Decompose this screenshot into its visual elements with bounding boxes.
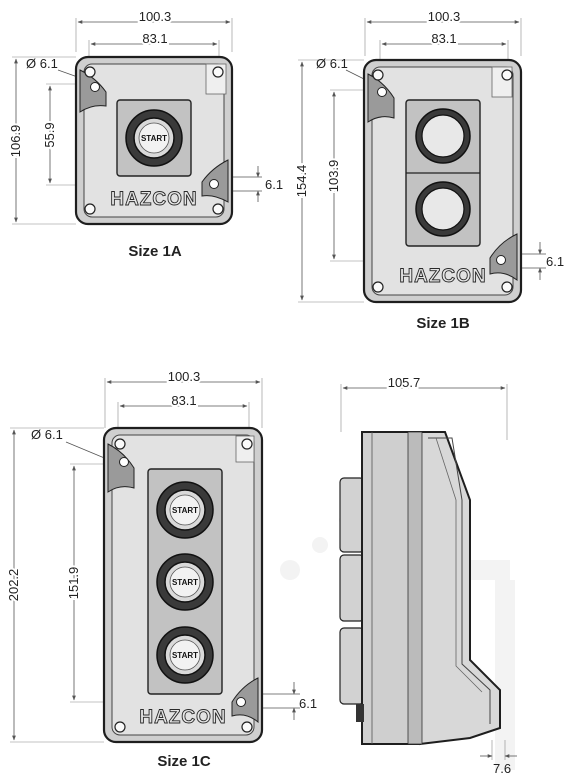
size-1c-button-2-label: START bbox=[172, 578, 198, 587]
size-1a-caption: Size 1A bbox=[128, 243, 182, 260]
size-1c-width-inner: 83.1 bbox=[171, 393, 196, 408]
size-1a-view: 100.3 83.1 106.9 55.9 Ø 6.1 6.1 bbox=[6, 7, 283, 260]
size-1c-button-3-label: START bbox=[172, 651, 198, 660]
size-1a-button-label: START bbox=[141, 134, 167, 143]
size-1a-width-outer: 100.3 bbox=[139, 9, 172, 24]
size-1c-caption: Size 1C bbox=[157, 753, 211, 770]
screw-icon bbox=[212, 203, 224, 215]
size-1a-hole-pitch: 55.9 bbox=[42, 122, 57, 147]
size-1a-slot: 6.1 bbox=[265, 177, 283, 192]
size-1b-caption: Size 1B bbox=[416, 315, 470, 332]
screw-icon bbox=[84, 203, 96, 215]
side-view-enclosure bbox=[419, 431, 501, 746]
screw-icon bbox=[372, 69, 384, 81]
screw-icon bbox=[84, 66, 96, 78]
size-1c-view: 100.3 83.1 202.2 151.9 Ø 6.1 6.1 bbox=[4, 367, 317, 770]
side-view-offset: 7.6 bbox=[493, 761, 511, 776]
size-1c-hole-pitch: 151.9 bbox=[66, 567, 81, 600]
screw-icon bbox=[114, 438, 126, 450]
size-1c-height: 202.2 bbox=[6, 569, 21, 602]
size-1b-brand-logo: HAZCON bbox=[399, 266, 486, 287]
size-1b-hole-pitch: 103.9 bbox=[326, 160, 341, 193]
size-1b-hole-dia: Ø 6.1 bbox=[316, 56, 348, 71]
screw-icon bbox=[114, 721, 126, 733]
side-view-depth: 105.7 bbox=[388, 375, 421, 390]
size-1c-button-1-label: START bbox=[172, 506, 198, 515]
size-1a-width-inner: 83.1 bbox=[142, 31, 167, 46]
screw-icon bbox=[372, 281, 384, 293]
size-1c-brand-logo: HAZCON bbox=[139, 707, 226, 728]
screw-icon bbox=[241, 438, 253, 450]
side-view: 105.7 7.6 bbox=[339, 373, 517, 776]
size-1b-width-outer: 100.3 bbox=[428, 9, 461, 24]
size-1b-width-inner: 83.1 bbox=[431, 31, 456, 46]
size-1c-width-outer: 100.3 bbox=[168, 369, 201, 384]
screw-icon bbox=[501, 69, 513, 81]
size-1a-height: 106.9 bbox=[8, 125, 23, 158]
screw-icon bbox=[501, 281, 513, 293]
size-1b-height: 154.4 bbox=[294, 165, 309, 198]
size-1a-hole-dia: Ø 6.1 bbox=[26, 56, 58, 71]
size-1b-slot: 6.1 bbox=[546, 254, 564, 269]
screw-icon bbox=[241, 721, 253, 733]
size-1a-brand-logo: HAZCON bbox=[110, 189, 197, 210]
size-1c-hole-dia: Ø 6.1 bbox=[31, 427, 63, 442]
size-1b-view: 100.3 83.1 154.4 103.9 Ø 6.1 6.1 bbox=[292, 7, 564, 332]
size-1c-slot: 6.1 bbox=[299, 696, 317, 711]
screw-icon bbox=[212, 66, 224, 78]
